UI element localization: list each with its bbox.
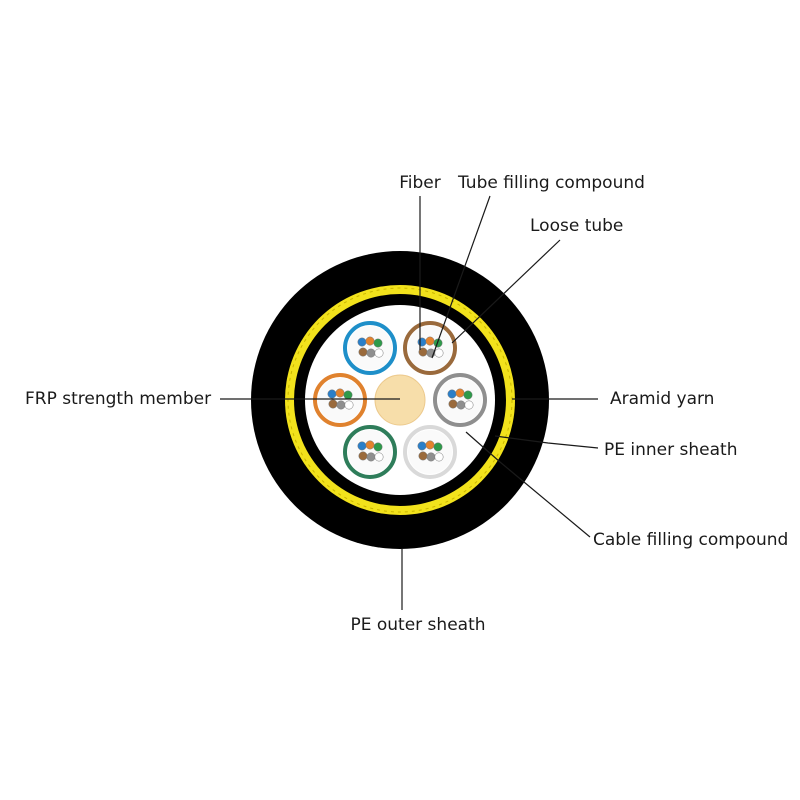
fiber [344, 400, 354, 410]
pe-outer-sheath-label: PE outer sheath [350, 615, 485, 635]
fiber [374, 348, 384, 358]
fiber [463, 390, 473, 400]
cable-cross-section [251, 251, 549, 549]
fiber [328, 399, 338, 409]
loose-tube-grey [433, 373, 487, 427]
tube-filling-compound [348, 429, 392, 474]
fiber [335, 388, 345, 398]
fiber [357, 441, 367, 451]
fiber [374, 452, 384, 462]
fiber [455, 388, 465, 398]
fiber [366, 348, 376, 358]
frp-strength-member-label: FRP strength member [25, 389, 211, 409]
fiber [343, 390, 353, 400]
fiber [373, 338, 383, 348]
fiber [327, 389, 337, 399]
frp-strength-member [374, 374, 426, 426]
fiber [447, 389, 457, 399]
loose-tube-leader-line [451, 239, 561, 344]
fiber [358, 347, 368, 357]
loose-tube-orange [313, 373, 367, 427]
fiber [426, 452, 436, 462]
loose-tube-white [403, 424, 457, 479]
loose-tube-brown [403, 321, 457, 376]
tube-filling-compound [408, 429, 452, 474]
fiber [425, 336, 435, 346]
fiber [417, 337, 427, 347]
cable-filling-compound-label: Cable filling compound [593, 530, 788, 550]
loose-tube-green [343, 424, 397, 479]
tube-filling-compound [438, 378, 482, 422]
tube-filling-compound [408, 326, 452, 371]
callout-labels: Fiber Tube filling compound Loose tube F… [25, 173, 788, 635]
loose-tube-blue [343, 321, 397, 376]
fiber [433, 338, 443, 348]
fiber [358, 451, 368, 461]
fiber [434, 452, 444, 462]
aramid-yarn-label: Aramid yarn [610, 389, 714, 409]
pe-inner-sheath-leader-line [494, 435, 599, 449]
fiber [373, 442, 383, 452]
fiber [434, 348, 444, 358]
pe-inner-sheath-label: PE inner sheath [604, 440, 737, 460]
tube-filling-compound [348, 326, 392, 371]
fiber [448, 399, 458, 409]
tube-filling-compound-label: Tube filling compound [457, 173, 645, 193]
fiber [418, 451, 428, 461]
fiber [456, 400, 466, 410]
loose-tubes-group [313, 321, 487, 479]
cable-filling-compound-leader-line [465, 431, 591, 538]
fiber [425, 440, 435, 450]
fiber [366, 452, 376, 462]
fiber-label: Fiber [399, 173, 441, 193]
tube-filling-compound-leader-line [431, 195, 491, 359]
fiber [417, 441, 427, 451]
fiber [365, 336, 375, 346]
loose-tube-label: Loose tube [530, 216, 623, 236]
tube-filling-compound [318, 378, 362, 422]
leader-lines [220, 195, 599, 610]
fiber [433, 442, 443, 452]
aramid-yarn-texture [287, 287, 513, 513]
fiber [464, 400, 474, 410]
fiber [365, 440, 375, 450]
fiber [336, 400, 346, 410]
fiber [357, 337, 367, 347]
